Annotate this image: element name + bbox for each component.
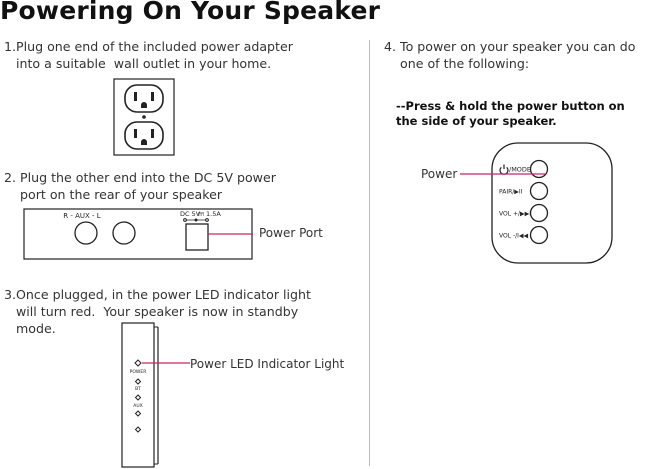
- power-mode-button[interactable]: [529, 159, 549, 179]
- step-2-line-2: port on the rear of your speaker: [4, 187, 222, 202]
- aux-port-right: [74, 221, 98, 245]
- aux-port-label: R - AUX - L: [63, 212, 101, 220]
- rear-panel-illustration: R - AUX - L DC 5V 1.5A: [23, 208, 253, 260]
- step-4-line-1: 4. To power on your speaker you can do: [384, 39, 636, 54]
- volume-down-label: VOL -/I◀◀: [499, 233, 529, 240]
- power-led-label: POWER: [130, 369, 147, 375]
- aux-led-label: AUX: [133, 403, 142, 409]
- power-port-callout: Power Port: [259, 226, 323, 240]
- bt-led-label: BT: [135, 386, 141, 392]
- volume-up-label: VOL +/▶▶I: [499, 211, 531, 218]
- power-callout-line: [460, 173, 545, 175]
- side-panel-illustration: POWER BT AUX: [121, 322, 190, 468]
- dc-port-rating: 1.5A: [206, 210, 221, 218]
- step-1-line-1: 1.Plug one end of the included power ada…: [4, 39, 293, 54]
- pair-play-button[interactable]: [529, 181, 549, 201]
- step-3-line-3: mode.: [4, 321, 56, 336]
- step-2-line-1: 2. Plug the other end into the DC 5V pow…: [4, 170, 276, 185]
- column-divider: [369, 40, 370, 466]
- step-3-line-2: will turn red. Your speaker is now in st…: [4, 304, 299, 319]
- step-1-line-2: into a suitable wall outlet in your home…: [4, 56, 272, 71]
- mode-button-label: /MODE: [509, 166, 531, 174]
- speaker-button-panel: /MODE PAIR/▶II VOL +/▶▶I VOL -/I◀◀: [491, 142, 613, 264]
- dc-power-port: [185, 223, 209, 251]
- aux-port-left: [112, 221, 136, 245]
- volume-up-button[interactable]: [529, 203, 549, 223]
- power-button-callout: Power: [421, 167, 458, 181]
- dc-port-label: DC 5V: [180, 210, 201, 218]
- power-led-indicator: [134, 359, 142, 367]
- page-title: Powering On Your Speaker: [0, 0, 381, 25]
- volume-down-button[interactable]: [529, 225, 549, 245]
- power-led-callout: Power LED Indicator Light: [190, 357, 345, 371]
- step-4-line-2: one of the following:: [384, 56, 530, 71]
- wall-outlet-illustration: [113, 78, 175, 156]
- step-3-line-1: 3.Once plugged, in the power LED indicat…: [4, 287, 311, 302]
- step-4-bold-line-2: the side of your speaker.: [396, 114, 557, 128]
- pair-button-label: PAIR/▶II: [499, 189, 523, 196]
- step-4-bold-line-1: --Press & hold the power button on: [396, 99, 625, 113]
